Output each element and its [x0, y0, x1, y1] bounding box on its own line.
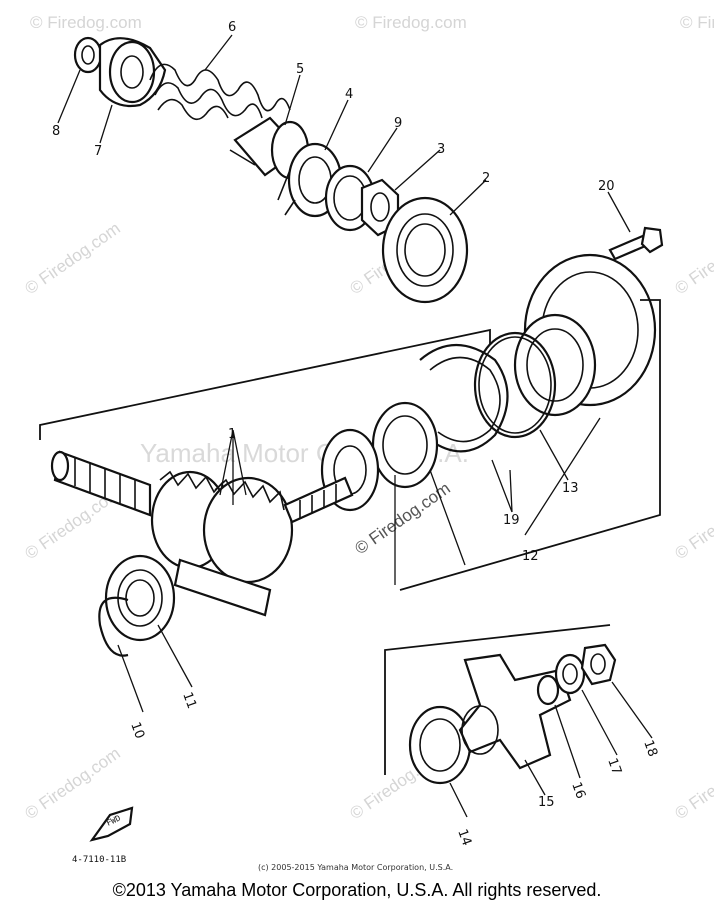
part-14-oil-seal — [408, 705, 472, 785]
callout-19: 19 — [503, 513, 520, 528]
leader-lines — [39, 34, 661, 818]
fwd-arrow-icon: FWD — [89, 806, 134, 842]
watermark: © Firedog.com — [680, 13, 714, 32]
callout-7: 7 — [94, 144, 102, 159]
callout-15: 15 — [538, 795, 555, 810]
part-16-o-ring — [536, 674, 560, 706]
callout-18: 18 — [640, 738, 660, 759]
figure-code: 4-7110-11B — [72, 855, 126, 865]
flange-assembly — [408, 643, 617, 785]
copyright-footer: ©2013 Yamaha Motor Corporation, U.S.A. A… — [112, 880, 602, 900]
part-12-housing — [513, 253, 657, 417]
watermark: © Firedog.com — [355, 13, 467, 32]
part-15-flange — [458, 653, 572, 770]
upper-shaft-assembly — [73, 36, 469, 304]
callout-8: 8 — [52, 124, 60, 139]
part-20-bolt — [608, 226, 664, 261]
watermarks: © Firedog.com © Firedog.com © Firedog.co… — [21, 13, 714, 823]
part-1-drive-shaft-assembly — [50, 450, 354, 617]
callout-1: 1 — [228, 427, 236, 442]
callout-2: 2 — [482, 171, 490, 186]
callout-3: 3 — [437, 142, 445, 157]
right-housing-assembly — [320, 253, 657, 512]
callout-14: 14 — [454, 827, 474, 848]
callout-11: 11 — [179, 690, 199, 711]
part-2-bearing — [381, 196, 469, 304]
callouts: 6 5 4 9 3 2 20 8 7 1 13 19 12 10 11 14 1… — [52, 20, 660, 848]
callout-16: 16 — [568, 780, 588, 801]
small-copyright: (c) 2005-2015 Yamaha Motor Corporation, … — [258, 863, 453, 872]
watermark: © Firedog.com — [21, 219, 123, 299]
part-18-nut — [580, 643, 617, 686]
callout-6: 6 — [228, 20, 236, 35]
part-13-o-ring — [473, 331, 557, 439]
callout-4: 4 — [345, 87, 353, 102]
watermark: © Firedog.com — [671, 219, 714, 299]
callout-10: 10 — [127, 720, 147, 741]
part-19-shims — [419, 343, 509, 453]
part-6-spring — [149, 63, 291, 121]
callout-17: 17 — [604, 756, 624, 777]
callout-9: 9 — [394, 116, 402, 131]
watermark: © Firedog.com — [671, 484, 714, 564]
part-7-spring-seat — [98, 37, 167, 108]
watermark: © Firedog.com — [30, 13, 142, 32]
part-10-circlip — [98, 596, 129, 657]
part-11-bearing — [104, 554, 176, 642]
watermark: © Firedog.com — [21, 744, 123, 824]
callout-13: 13 — [562, 481, 579, 496]
watermark: © Firedog.com — [671, 744, 714, 824]
callout-12: 12 — [522, 549, 539, 564]
part-12-bearing — [371, 401, 439, 489]
part-8-clip — [73, 36, 103, 74]
callout-20: 20 — [598, 179, 615, 194]
callout-5: 5 — [296, 62, 304, 77]
part-17-washer — [554, 653, 586, 695]
